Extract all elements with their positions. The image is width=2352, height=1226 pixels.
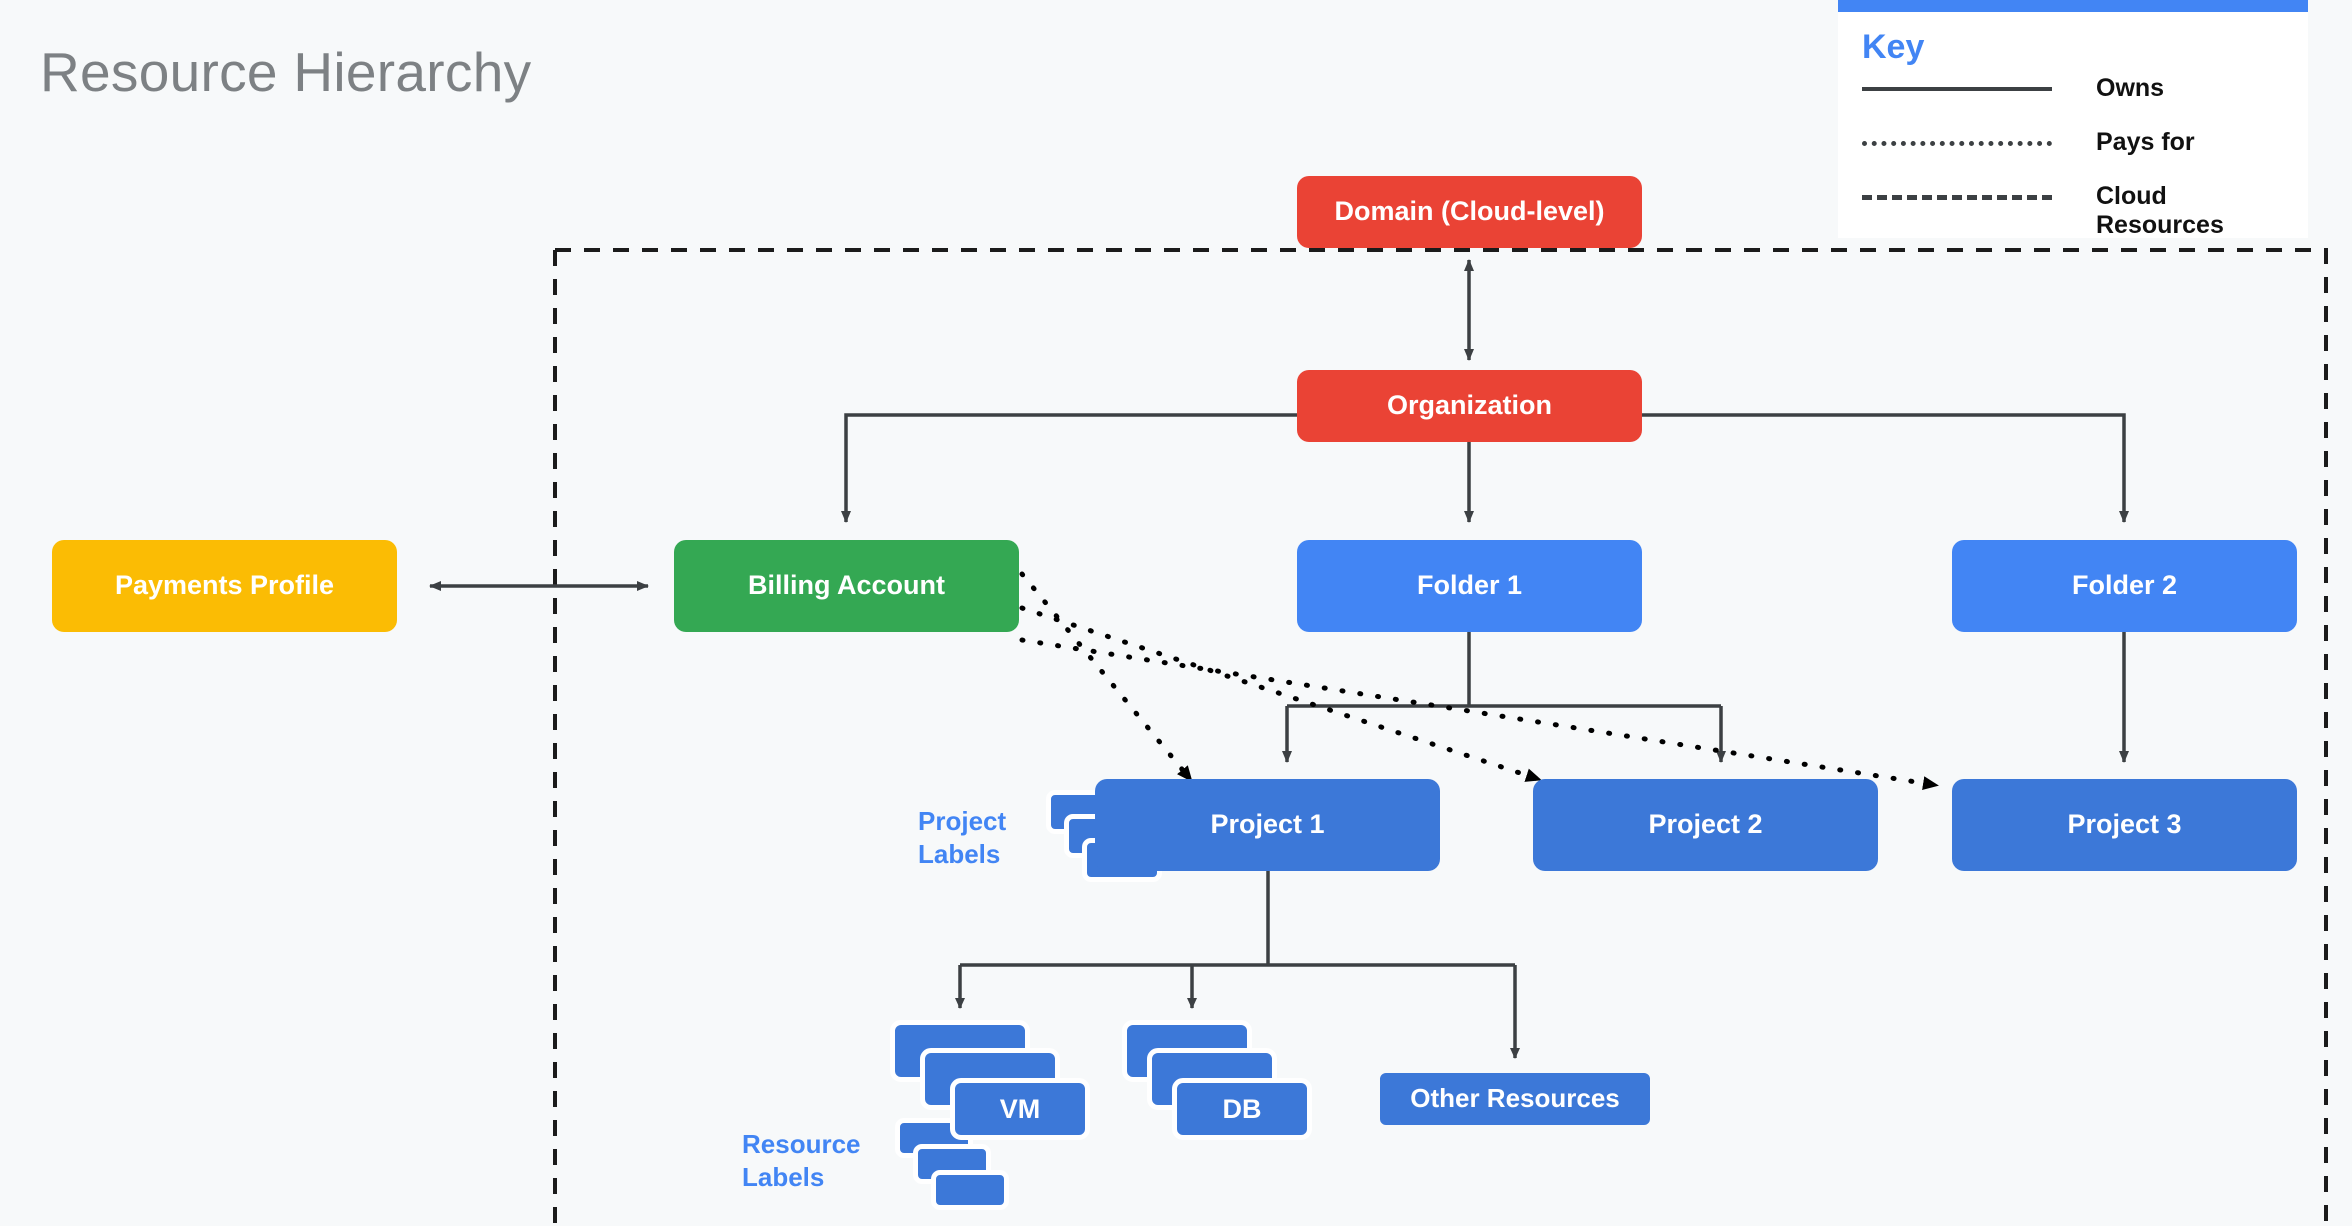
node-folder-1[interactable]: Folder 1 — [1297, 540, 1642, 632]
resource-label-card-3 — [931, 1170, 1009, 1210]
page-title: Resource Hierarchy — [40, 41, 532, 103]
project-labels-caption: Project Labels — [918, 805, 1038, 870]
key-legend: Key Owns Pays for Cloud Resources — [1838, 0, 2308, 239]
node-domain[interactable]: Domain (Cloud-level) — [1297, 176, 1642, 248]
node-billing-account[interactable]: Billing Account — [674, 540, 1019, 632]
resource-labels-line-1: Resource — [742, 1129, 861, 1159]
node-organization[interactable]: Organization — [1297, 370, 1642, 442]
key-line-dotted — [1862, 141, 2052, 146]
key-label-pays-for: Pays for — [2096, 128, 2195, 156]
edge-organization-children — [841, 413, 2129, 523]
node-db[interactable]: DB — [1122, 1020, 1382, 1140]
edge-billing-payments — [1019, 571, 1939, 791]
resource-labels-caption: Resource Labels — [742, 1128, 902, 1193]
cloud-resources-boundary — [553, 248, 2328, 1226]
node-other-resources[interactable]: Other Resources — [1375, 1068, 1655, 1130]
key-header-bar — [1838, 0, 2308, 12]
key-line-solid — [1862, 87, 2052, 91]
node-project-3[interactable]: Project 3 — [1952, 779, 2297, 871]
resource-labels-stack — [895, 1118, 1025, 1210]
node-vm[interactable]: VM — [890, 1020, 1150, 1140]
key-row-owns: Owns — [1838, 68, 2308, 108]
resource-labels-line-2: Labels — [742, 1161, 825, 1192]
node-payments-profile[interactable]: Payments Profile — [52, 540, 397, 632]
key-label-cloud-resources: Cloud Resources — [2096, 182, 2224, 239]
project-labels-line-1: Project — [918, 806, 1007, 836]
edge-project1-resources — [955, 871, 1520, 1059]
key-label-owns: Owns — [2096, 74, 2165, 102]
db-label: DB — [1172, 1078, 1312, 1140]
key-line-dashed — [1862, 195, 2052, 200]
key-title: Key — [1862, 28, 1925, 66]
vm-label: VM — [950, 1078, 1090, 1140]
node-folder-2[interactable]: Folder 2 — [1952, 540, 2297, 632]
project-labels-line-2: Labels — [918, 838, 1001, 869]
edge-folder1-projects — [1282, 632, 1726, 763]
key-row-pays-for: Pays for — [1838, 122, 2308, 162]
node-project-1[interactable]: Project 1 — [1095, 779, 1440, 871]
key-row-cloud-resources: Cloud Resources — [1838, 176, 2308, 246]
node-project-2[interactable]: Project 2 — [1533, 779, 1878, 871]
